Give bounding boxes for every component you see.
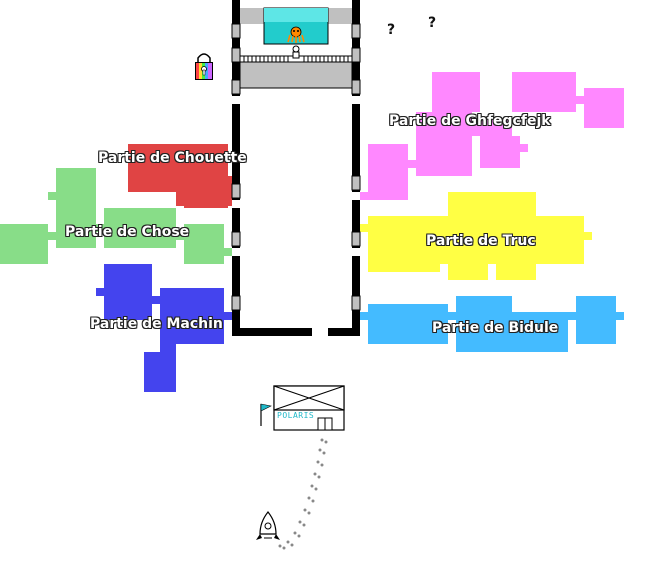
rocket-ship-icon[interactable] [256, 511, 280, 540]
character-icon[interactable] [292, 45, 300, 59]
building-label: POLARIS [277, 411, 315, 420]
zone-truc[interactable] [360, 192, 592, 280]
octopus-character-icon[interactable] [287, 26, 305, 43]
zone-ghfegcfejk[interactable] [360, 72, 624, 200]
zone-chouette[interactable] [128, 144, 232, 208]
footprints-trail [278, 438, 328, 550]
central-corridor [231, 0, 361, 336]
zone-machin[interactable] [96, 264, 232, 392]
zone-bidule[interactable] [360, 296, 624, 352]
rainbow-lock-icon[interactable] [195, 53, 213, 80]
unknown-marker[interactable]: ? [428, 15, 437, 31]
warehouse-icon[interactable] [273, 385, 345, 431]
flag-icon[interactable] [260, 403, 272, 426]
zone-chose[interactable] [0, 168, 232, 264]
unknown-marker[interactable]: ? [387, 22, 396, 38]
